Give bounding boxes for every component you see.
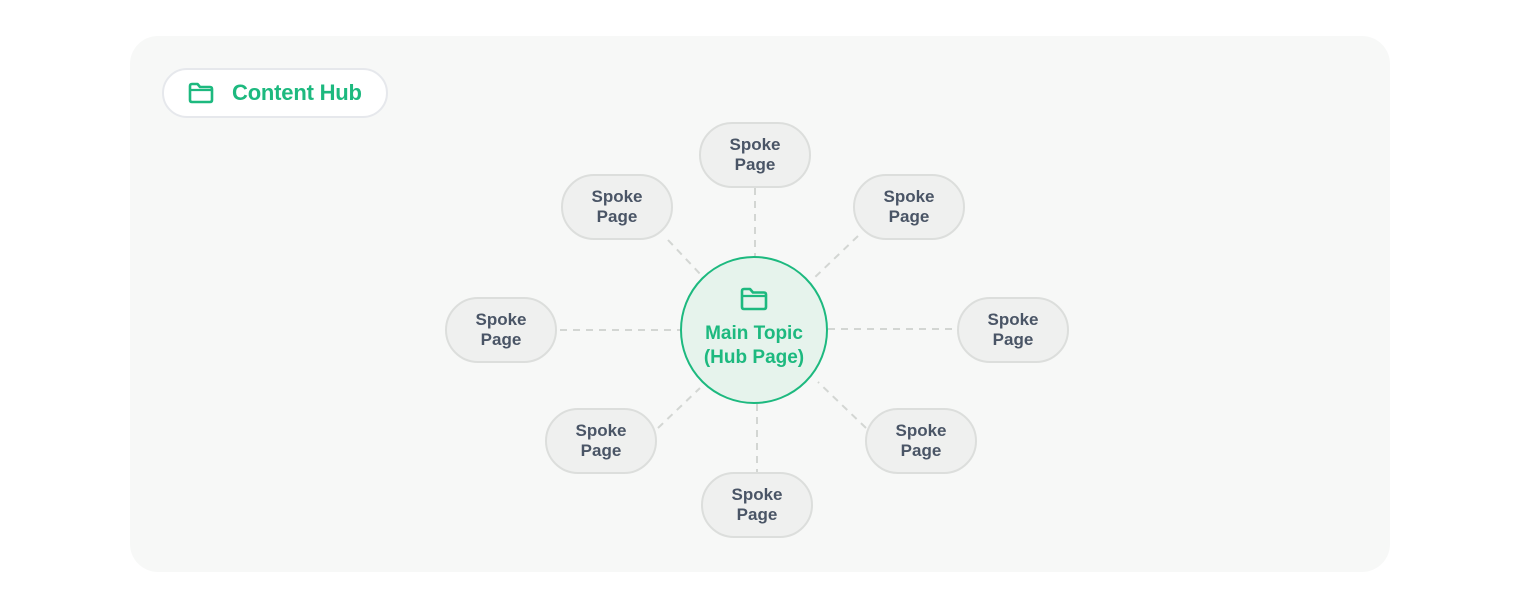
spoke-page-bottom-right[interactable]: Spoke Page: [865, 408, 977, 474]
spoke-page-top-right[interactable]: Spoke Page: [853, 174, 965, 240]
content-hub-badge: Content Hub: [162, 68, 388, 118]
spoke-page-bottom-left[interactable]: Spoke Page: [545, 408, 657, 474]
spoke-page-left[interactable]: Spoke Page: [445, 297, 557, 363]
spoke-page-label: Spoke Page: [591, 187, 643, 226]
spoke-page-label: Spoke Page: [729, 135, 781, 174]
spoke-page-top-left[interactable]: Spoke Page: [561, 174, 673, 240]
content-hub-label: Content Hub: [232, 80, 362, 105]
spoke-page-label: Spoke Page: [895, 421, 947, 460]
spoke-page-right[interactable]: Spoke Page: [957, 297, 1069, 363]
folder-icon: [186, 78, 216, 108]
hub-page-node[interactable]: Main Topic (Hub Page): [680, 256, 828, 404]
connector-bottom-right: [817, 381, 867, 429]
spoke-page-top[interactable]: Spoke Page: [699, 122, 811, 188]
spoke-page-bottom[interactable]: Spoke Page: [701, 472, 813, 538]
connector-bottom-left: [657, 387, 701, 429]
spoke-page-label: Spoke Page: [883, 187, 935, 226]
folder-icon: [737, 284, 771, 314]
connector-top-right: [811, 235, 859, 281]
spoke-page-label: Spoke Page: [731, 485, 783, 524]
spoke-page-label: Spoke Page: [475, 310, 527, 349]
spoke-page-label: Spoke Page: [575, 421, 627, 460]
hub-page-title: Main Topic (Hub Page): [703, 323, 805, 368]
connector-top-left: [667, 239, 703, 277]
spoke-page-label: Spoke Page: [987, 310, 1039, 349]
